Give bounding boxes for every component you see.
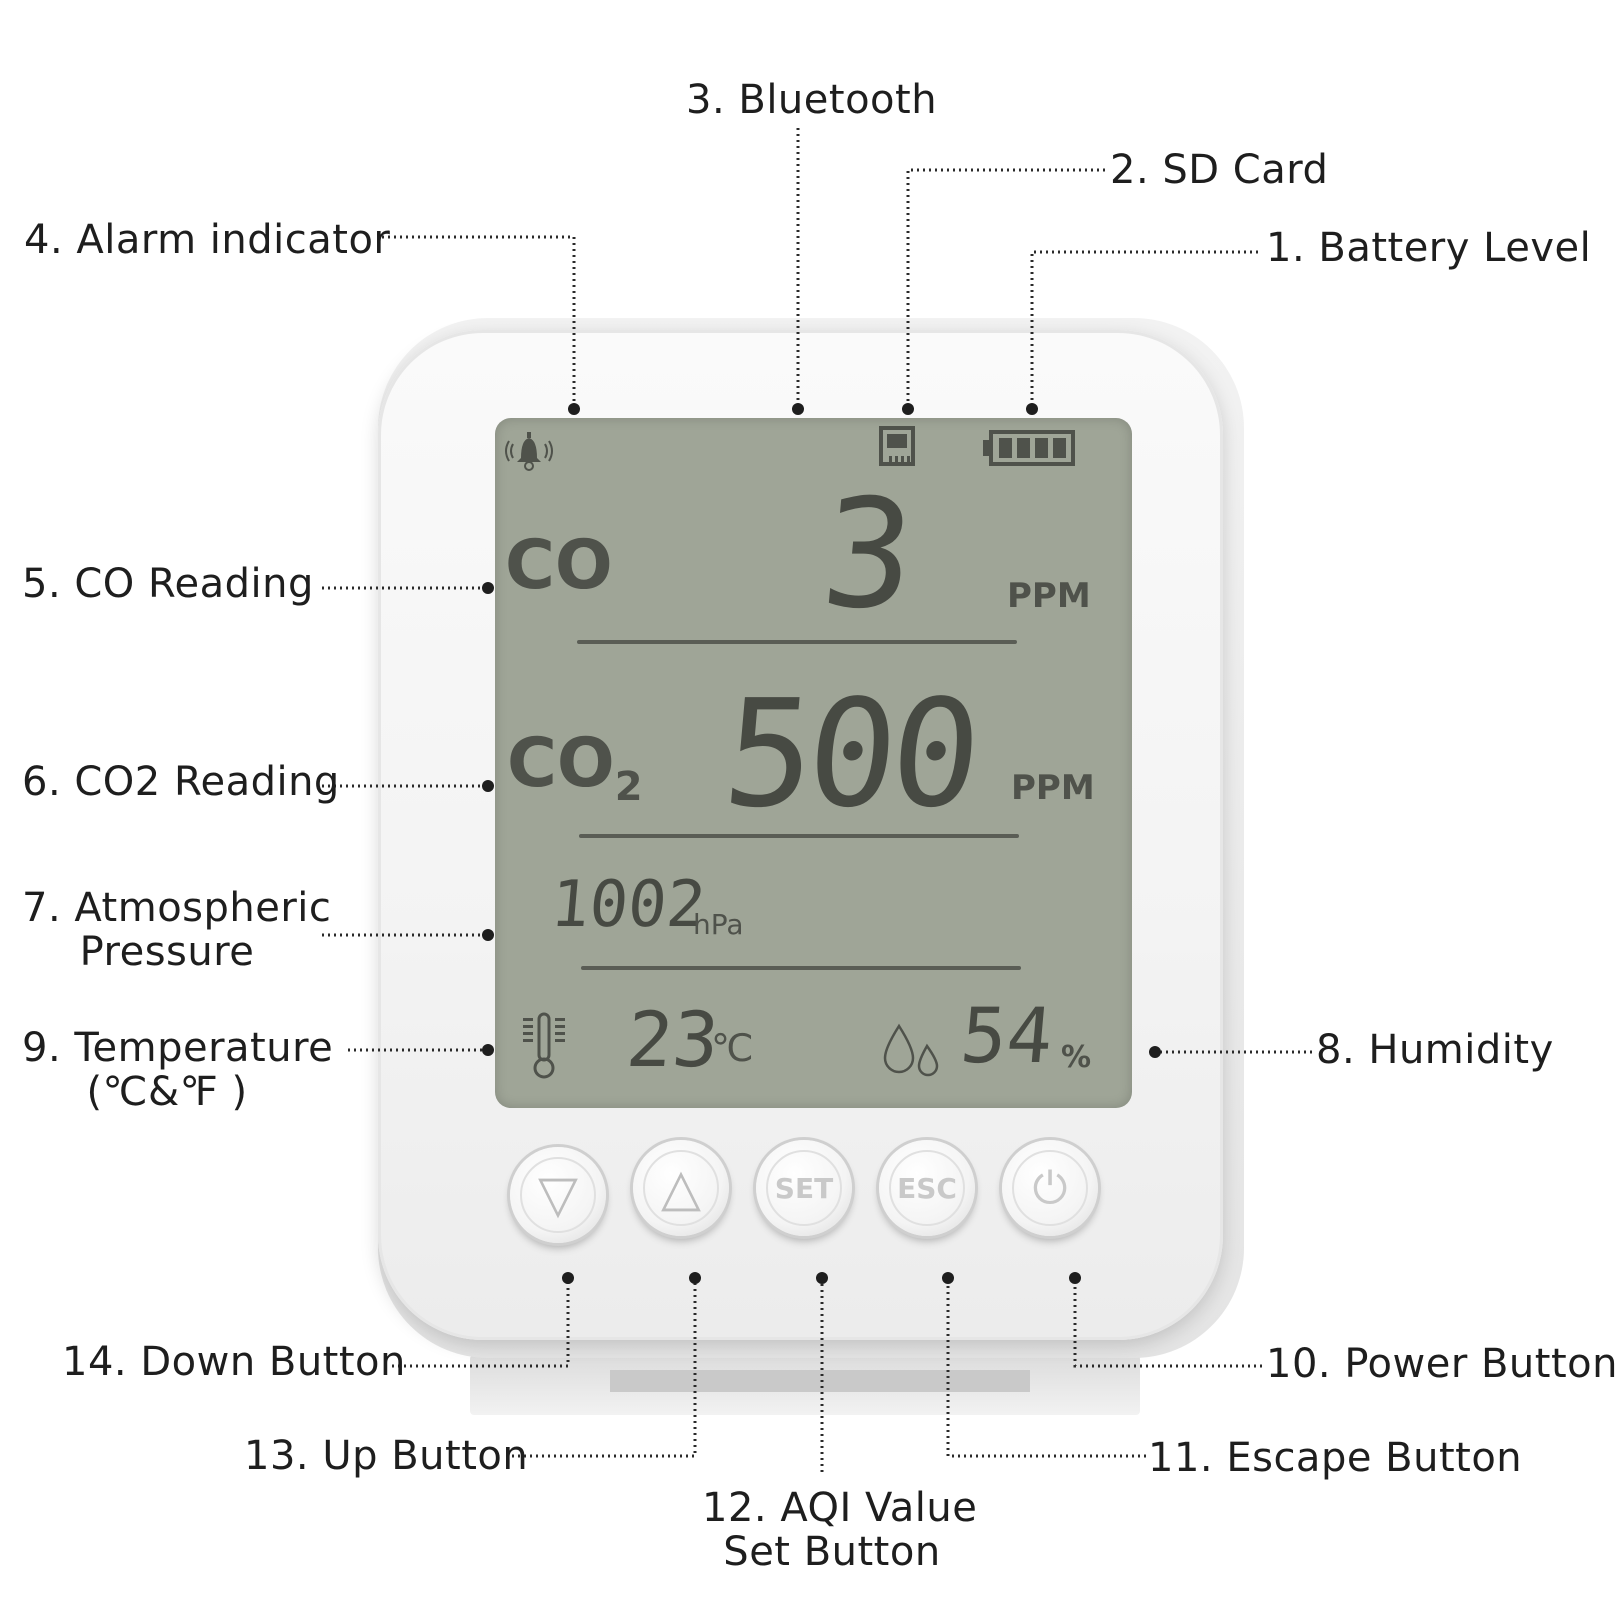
pressure-unit: hPa xyxy=(693,908,744,941)
set-button-label: SET xyxy=(766,1150,842,1226)
pressure-divider xyxy=(581,966,1021,970)
leader-alarm xyxy=(382,235,576,405)
up-arrow-icon: △ xyxy=(643,1150,719,1226)
battery-bar xyxy=(1053,438,1066,458)
down-button[interactable]: ▽ xyxy=(510,1147,606,1243)
callout-sd-card: 2. SD Card xyxy=(1110,147,1329,193)
stand-shadow xyxy=(610,1370,1030,1392)
down-arrow-icon: ▽ xyxy=(520,1157,596,1233)
co-unit: PPM xyxy=(1007,576,1091,616)
lcd-screen: CO 3 PPM CO2 500 PPM 1002 hPa 23 ℃ xyxy=(495,418,1132,1108)
power-icon: ⏻ xyxy=(1012,1150,1088,1226)
alarm-bell-icon xyxy=(505,432,553,471)
callout-aqi: 12. AQI Value Set Button xyxy=(702,1485,978,1575)
co2-unit: PPM xyxy=(1011,768,1095,808)
humidity-unit: % xyxy=(1061,1040,1092,1075)
battery-icon xyxy=(983,430,1075,466)
up-button[interactable]: △ xyxy=(633,1140,729,1236)
humidity-drops-icon xyxy=(883,1023,939,1077)
leader-escape xyxy=(946,1278,1146,1458)
callout-up: 13. Up Button xyxy=(244,1433,529,1479)
callout-pressure-line1: 7. Atmospheric xyxy=(22,885,332,931)
callout-temperature-line1: 9. Temperature xyxy=(22,1025,334,1071)
callout-co2: 6. CO2 Reading xyxy=(22,759,340,805)
battery-bar xyxy=(1017,438,1030,458)
callout-humidity: 8. Humidity xyxy=(1316,1027,1554,1073)
callout-down: 14. Down Button xyxy=(62,1339,406,1385)
temperature-unit: ℃ xyxy=(711,1026,754,1070)
leader-power xyxy=(1073,1278,1262,1368)
set-button[interactable]: SET xyxy=(756,1140,852,1236)
callout-aqi-line2: Set Button xyxy=(723,1529,941,1575)
co2-label: CO2 xyxy=(507,724,643,810)
co-divider xyxy=(577,640,1017,644)
leader-sd-card xyxy=(906,168,1105,405)
callout-pressure: 7. Atmospheric Pressure xyxy=(22,885,332,975)
battery-bar xyxy=(1035,438,1048,458)
callout-alarm: 4. Alarm indicator xyxy=(24,217,391,263)
callout-temperature-line2: (℃&℉ ) xyxy=(86,1069,248,1115)
esc-button-label: ESC xyxy=(889,1150,965,1226)
power-button[interactable]: ⏻ xyxy=(1002,1140,1098,1236)
callout-escape: 11. Escape Button xyxy=(1148,1435,1523,1481)
leader-up xyxy=(512,1278,697,1458)
callout-aqi-line1: 12. AQI Value xyxy=(702,1485,978,1531)
callout-pressure-line2: Pressure xyxy=(79,929,255,975)
leader-down xyxy=(392,1278,570,1368)
callout-temperature: 9. Temperature (℃&℉ ) xyxy=(22,1025,334,1115)
co2-divider xyxy=(579,834,1019,838)
co2-subscript: 2 xyxy=(614,764,643,810)
esc-button[interactable]: ESC xyxy=(879,1140,975,1236)
callout-co: 5. CO Reading xyxy=(22,561,314,607)
battery-bar xyxy=(999,438,1012,458)
thermometer-icon xyxy=(523,1012,565,1079)
leader-battery xyxy=(1030,250,1258,405)
co-label: CO xyxy=(505,526,613,605)
callout-power: 10. Power Button xyxy=(1266,1341,1618,1387)
callout-battery: 1. Battery Level xyxy=(1266,225,1592,271)
co2-label-text: CO xyxy=(507,724,615,803)
sd-card-icon xyxy=(879,426,915,466)
callout-bluetooth: 3. Bluetooth xyxy=(686,77,938,123)
